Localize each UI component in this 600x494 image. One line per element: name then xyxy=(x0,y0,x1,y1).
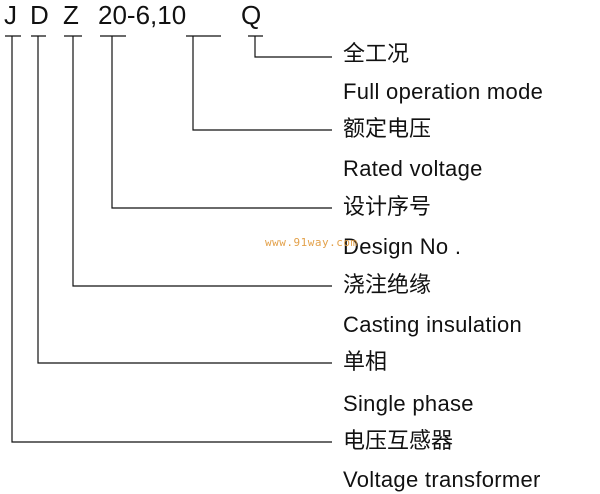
code-letter-z: Z xyxy=(63,0,79,30)
label-en-rated-voltage: Rated voltage xyxy=(343,156,483,181)
label-zh-design-no: 设计序号 xyxy=(343,195,432,220)
label-zh-rated-voltage: 额定电压 xyxy=(343,117,432,142)
label-en-full-operation-mode: Full operation mode xyxy=(343,79,544,104)
leader-line-single-phase xyxy=(31,35,332,364)
label-zh-voltage-transformer: 电压互感器 xyxy=(343,429,454,454)
code-letter-j: J xyxy=(4,0,17,30)
watermark-text: www.91way.com xyxy=(265,236,358,249)
label-en-design-no: Design No . xyxy=(343,234,462,259)
leader-line-rated-voltage xyxy=(186,35,332,131)
leader-line-design-no xyxy=(100,35,332,209)
label-zh-single-phase: 单相 xyxy=(343,350,388,375)
leader-line-voltage-transformer xyxy=(5,35,332,443)
code-rating: 20-6,10 xyxy=(98,0,187,30)
label-zh-full-operation-mode: 全工况 xyxy=(343,42,410,67)
code-letter-d: D xyxy=(30,0,49,30)
label-en-voltage-transformer: Voltage transformer xyxy=(343,467,541,492)
leader-line-full-operation-mode xyxy=(248,35,332,58)
label-zh-casting-insulation: 浇注绝缘 xyxy=(343,273,432,298)
label-en-single-phase: Single phase xyxy=(343,391,474,416)
code-letter-q: Q xyxy=(241,0,262,30)
leader-line-casting-insulation xyxy=(64,35,332,287)
label-en-casting-insulation: Casting insulation xyxy=(343,312,523,337)
